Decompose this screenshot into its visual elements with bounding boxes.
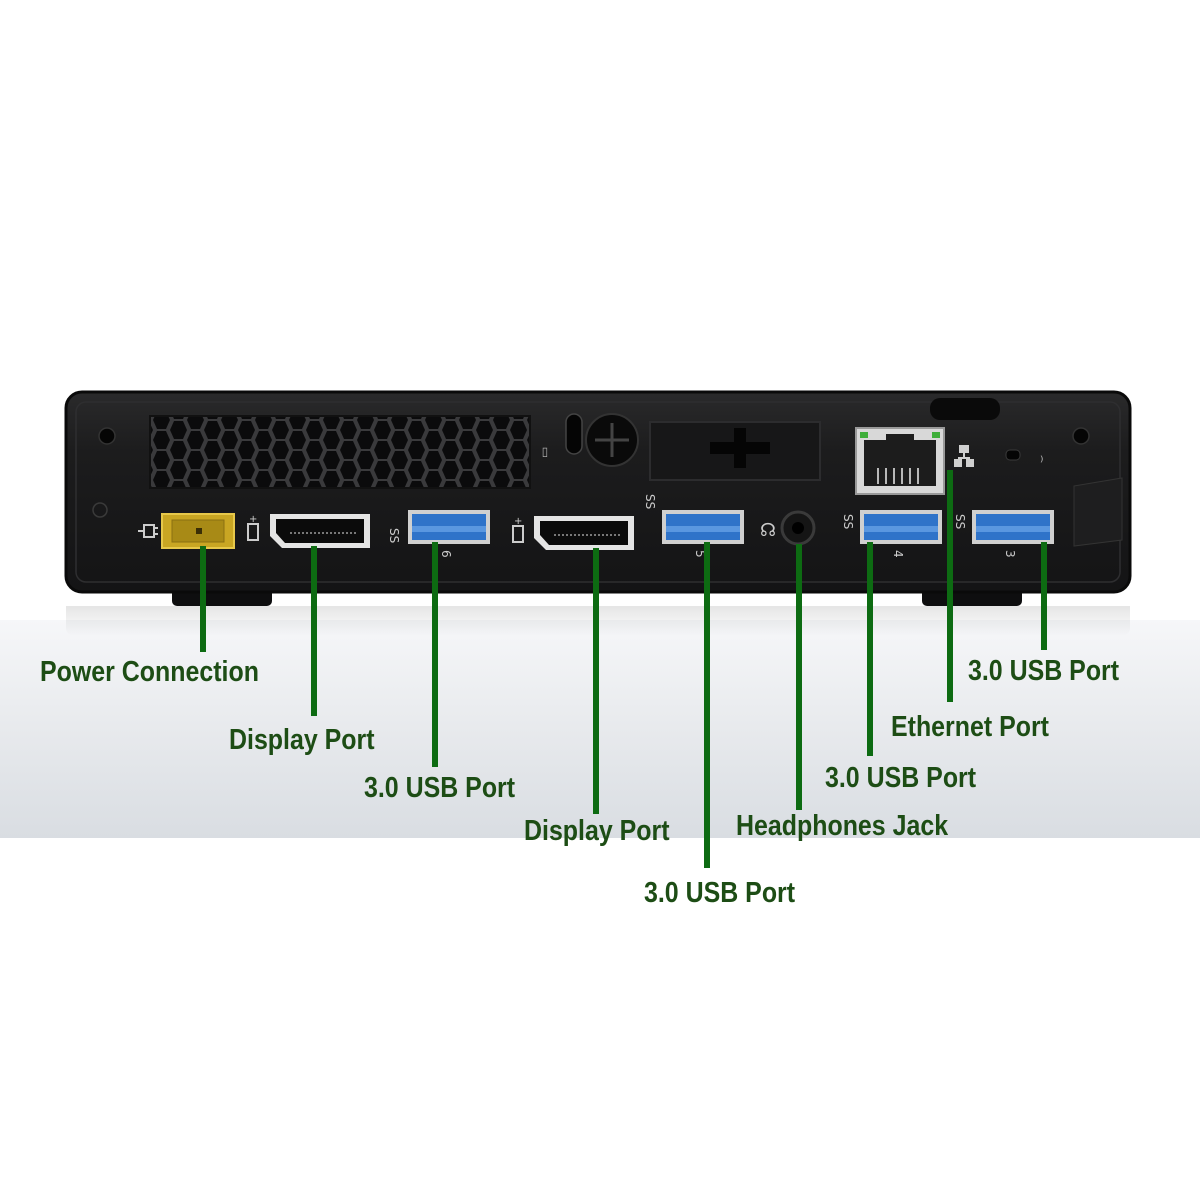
usb-superspeed-icon: SS [643,494,657,509]
usb-port-number-4: 4 [891,550,905,558]
svg-text:▭: ▭ [537,447,551,458]
lock-slot-icon [565,413,583,455]
label-usb-port-6: 3.0 USB Port [364,772,516,804]
power-plug-icon [138,524,158,538]
leader-ethernet [947,470,953,702]
label-usb-port-4: 3.0 USB Port [825,762,977,794]
usb-port-number-6: 6 [439,550,453,558]
leader-power [200,546,206,652]
leader-usb-5 [704,542,710,868]
screw-hole-icon [1072,427,1090,445]
label-usb-port-5: 3.0 USB Port [644,877,796,909]
svg-text:+: + [514,516,522,527]
leader-usb-3 [1041,542,1047,650]
headphones-icon: ☊ [760,520,776,541]
usb-superspeed-icon: SS [387,528,401,543]
usb-superspeed-icon: SS [953,514,967,529]
usb-superspeed-icon: SS [841,514,855,529]
displayport-icon: + [512,516,524,543]
label-headphones-jack: Headphones Jack [736,810,949,842]
label-display-port-2: Display Port [524,815,670,847]
label-ethernet-port: Ethernet Port [891,711,1049,743]
leader-usb-6 [432,542,438,767]
leader-display-2 [593,548,599,814]
background-band [0,620,1200,838]
usb-port-number-5: 5 [693,550,707,558]
usb-port-number-3: 3 [1003,550,1017,558]
leader-headphones [796,544,802,810]
label-display-port-1: Display Port [229,724,375,756]
svg-text:+: + [249,514,257,525]
label-usb-port-3: 3.0 USB Port [968,655,1120,687]
screw-hole-icon [98,427,116,445]
wireless-icon: ⁾ [1040,454,1043,470]
displayport-icon: + [247,514,259,541]
leader-usb-4 [867,542,873,756]
leader-display-1 [311,546,317,716]
network-icon [954,445,974,467]
label-power-connection: Power Connection [40,656,259,688]
vent-grille [149,415,531,489]
